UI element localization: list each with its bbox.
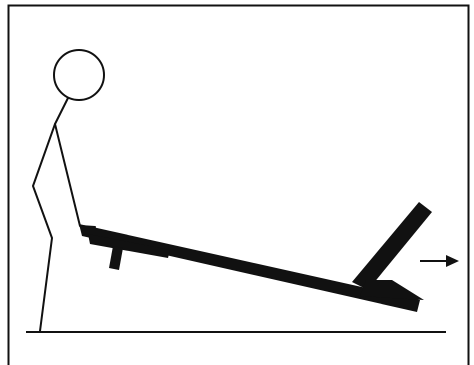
- board-support-leg: [109, 246, 123, 270]
- frame-border: [7, 4, 470, 365]
- board-bracket-base: [360, 280, 424, 300]
- board-wheel-bracket: [352, 202, 432, 290]
- person-back-leg: [32, 123, 56, 332]
- inclined-board: [79, 224, 420, 312]
- arrow-head-icon: [446, 255, 459, 267]
- motion-arrow: [420, 255, 459, 267]
- person-head: [53, 49, 105, 101]
- person-torso-arm: [54, 97, 96, 228]
- board-handle-step: [88, 234, 170, 258]
- stick-figure-person: [32, 49, 105, 332]
